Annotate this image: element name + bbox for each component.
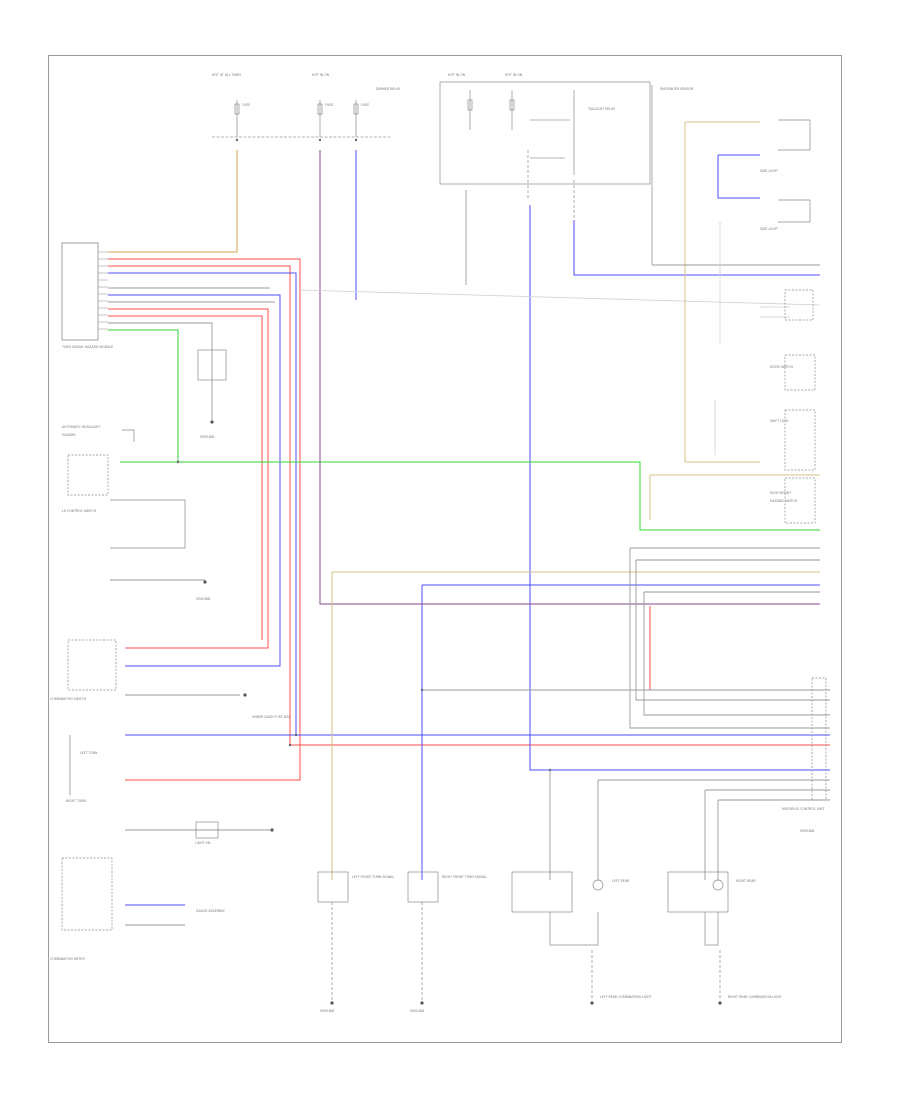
left-components [61,349,227,931]
label-rear-combo-left: LEFT REAR COMBINATION LIGHT [600,995,652,999]
label-shift-lock: SHIFT LOCK [770,419,789,423]
turn-signal-module [61,242,108,341]
label-hot-r1: HOT IN ON [448,73,466,77]
wire-red-set [108,258,830,781]
fuse-icons [234,99,515,115]
label-ground-bottom-1: GROUND [320,1009,335,1013]
fuse-bus-top [212,81,653,265]
label-hazard: HAZARD [62,433,76,437]
label-right-turn: RIGHT TURN [66,799,86,803]
connector-dots [176,138,552,772]
right-components [527,119,827,801]
label-combination-meter: COMBINATION METER [50,957,85,961]
label-right-front-turn: RIGHT FRONT TURN SIGNAL [442,875,487,879]
label-relay-dimmer: DIMMER RELAY [376,87,401,91]
wire-blue-set [108,150,830,906]
label-under-dash: UNDER DASH FUSE BOX [252,715,291,719]
label-hazard-switch: HAZARD SWITCH [770,499,798,503]
label-rear-combo-right: RIGHT REAR COMBINATION LIGHT [728,995,782,999]
label-right-rear: RIGHT REAR [736,879,756,883]
label-ground-left-1: GROUND [200,435,215,439]
label-left-rear: LEFT REAR [612,879,630,883]
label-left-front-turn: LEFT FRONT TURN SIGNAL [352,875,395,879]
label-fuse-b: FUSE [325,103,334,107]
bottom-lamps [317,871,729,1000]
label-left-turn: LEFT TURN [80,751,98,755]
label-gauge-assembly: GAUGE ASSEMBLY [196,909,225,913]
label-door-switch: DOOR SWITCH [770,365,794,369]
wire-orange-top [108,150,238,253]
wire-green [108,329,820,531]
label-fuse-a: FUSE [242,103,251,107]
label-fuse-c: FUSE [361,103,370,107]
label-high-mount: HIGH MOUNT [770,491,792,495]
label-hot-left: HOT AT ALL TIMES [212,73,242,77]
label-side-marker-left: SIDE LIGHT [760,169,778,173]
label-lh-control: LH CONTROL SWITCH [62,509,97,513]
ground-symbols [203,420,722,1005]
label-turn-module: TURN SIGNAL HAZARD MODULE [62,345,114,349]
diagram-frame [48,55,842,1043]
label-multiplex-unit: MULTIPLEX CONTROL UNIT [782,807,825,811]
wire-purple [319,150,820,605]
label-passenger-sensor: PASSENGER SENSOR [660,87,694,91]
label-ground-left-2: GROUND [196,597,211,601]
wire-gray-set [69,190,830,926]
label-combination-switch: COMBINATION SWITCH [50,697,87,701]
wire-light-gray [299,222,821,455]
label-side-marker-right: SIDE LIGHT [760,227,778,231]
label-light-on: LIGHT ON [195,841,211,845]
label-ground-bottom-2: GROUND [410,1009,425,1013]
label-auto-switch: AUTOMATIC HEADLIGHT [62,425,101,429]
label-taillight-relay: TAILLIGHT RELAY [588,107,616,111]
wire-tan [331,121,820,880]
label-hot-r2: HOT IN ON [505,73,523,77]
label-ground-right: GROUND [800,829,815,833]
label-hot-mid: HOT IN ON [312,73,330,77]
